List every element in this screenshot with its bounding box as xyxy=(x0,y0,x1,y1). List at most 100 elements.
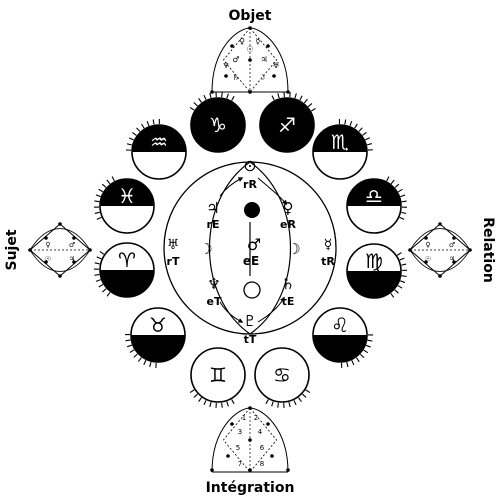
sign-ray xyxy=(396,252,402,256)
zodiac-glyph-aquarius: ♒ xyxy=(150,130,168,154)
white-dot xyxy=(243,281,261,299)
sign-fill xyxy=(313,335,367,362)
zodiac-glyph-gemini: ♊ xyxy=(209,363,227,387)
mini-diagram-relation: ♀♂☉♃ xyxy=(408,222,472,278)
sign-ray xyxy=(401,275,407,278)
zodiac-glyph-scorpio: ♏ xyxy=(331,130,349,154)
sign-ray xyxy=(346,362,349,368)
mini-arc xyxy=(409,249,471,272)
sign-fill xyxy=(347,271,401,298)
mini-node xyxy=(248,468,252,472)
mini-bottom-number: 6 xyxy=(260,444,265,452)
central-diagram: ⊙ rR ♃ rE ♀ eR ♅ rT ☽ ♂ eE ☽ ☿ tR ♆ eT ♄… xyxy=(163,156,337,346)
mini-bottom-number: 4 xyxy=(258,428,263,436)
sign-ray xyxy=(271,95,275,101)
zodiac-glyph-taurus: ♉ xyxy=(149,313,167,337)
zodiac-glyph-cancer: ♋ xyxy=(273,363,291,387)
left-lens xyxy=(208,161,251,335)
sign-ray xyxy=(203,94,207,100)
sign-ray xyxy=(362,131,367,136)
mini-right-glyph: ☉ xyxy=(425,255,431,263)
mini-node xyxy=(226,454,230,458)
label-rT: rT xyxy=(167,255,180,268)
mini-node xyxy=(286,90,290,94)
mars-glyph: ♂ xyxy=(247,235,261,254)
sign-fill xyxy=(260,98,314,152)
sign-ray xyxy=(355,357,360,363)
sign-ray xyxy=(231,95,235,101)
sign-ray xyxy=(143,360,147,366)
label-sujet: Sujet xyxy=(4,229,20,270)
label-integration: Intégration xyxy=(206,480,295,496)
sign-ray xyxy=(394,183,400,188)
mini-node xyxy=(424,236,428,240)
sign-ray xyxy=(299,95,303,101)
zodiac-glyph-libra: ♎ xyxy=(365,184,383,208)
mini-node xyxy=(58,222,62,226)
sign-ray xyxy=(226,401,229,407)
sign-ray xyxy=(397,285,403,289)
sign-ray xyxy=(307,102,313,108)
mini-node xyxy=(248,26,252,30)
zodiac-glyph-leo: ♌ xyxy=(331,313,349,337)
sign-ray xyxy=(198,98,202,103)
sign-ray xyxy=(198,397,202,402)
arrow-rR-eR xyxy=(257,177,287,206)
label-tE: tE xyxy=(282,295,295,308)
sign-ray xyxy=(386,176,390,182)
mini-node xyxy=(88,248,92,252)
sign-ray xyxy=(226,93,229,99)
zodiac-sign-leo: ♌ xyxy=(312,307,374,368)
sign-ray xyxy=(94,211,100,214)
mini-right-glyph: ♂ xyxy=(449,241,455,249)
zodiac-sign-sagittarius: ♐ xyxy=(259,92,316,153)
sign-ray xyxy=(137,357,142,362)
sign-fill xyxy=(313,125,367,152)
sign-ray xyxy=(367,339,373,342)
zodiac-sign-gemini: ♊ xyxy=(189,347,246,408)
sign-ray xyxy=(102,288,107,293)
sign-ray xyxy=(221,92,223,98)
mini-node xyxy=(424,260,428,264)
mini-node xyxy=(72,236,76,240)
zodiac-sign-aquarius: ♒ xyxy=(126,118,187,180)
saturn-glyph: ♄ xyxy=(281,275,294,293)
sign-ray xyxy=(390,179,395,185)
label-eE: eE xyxy=(243,254,259,268)
sign-ray xyxy=(265,399,269,405)
sign-ray xyxy=(364,137,370,141)
mini-node xyxy=(44,260,48,264)
sign-ray xyxy=(354,123,358,129)
sign-ray xyxy=(98,283,104,288)
mini-node xyxy=(28,248,32,252)
label-rR: rR xyxy=(243,178,257,191)
sign-ray xyxy=(310,108,316,112)
mini-node xyxy=(452,236,456,240)
zodiac-glyph-pisces: ♓ xyxy=(118,184,136,208)
mini-bottom-number: 1 xyxy=(242,414,246,422)
sign-fill xyxy=(131,335,185,362)
uranus-glyph: ♅ xyxy=(167,237,180,253)
zodiac-glyph-virgo: ♍ xyxy=(365,249,383,273)
mini-node xyxy=(44,236,48,240)
black-dot xyxy=(244,202,260,218)
sign-ray xyxy=(359,353,365,359)
sign-ray xyxy=(401,263,407,266)
zodiac-sign-cancer: ♋ xyxy=(254,347,311,408)
sign-ray xyxy=(136,127,141,132)
sign-ray xyxy=(94,262,100,265)
sign-ray xyxy=(94,200,100,203)
zodiac-sign-capricorn: ♑ xyxy=(189,92,246,153)
mini-node xyxy=(438,222,442,226)
sign-ray xyxy=(141,123,145,129)
mini-arc xyxy=(409,228,471,251)
mini-bottom-number: 5 xyxy=(236,444,240,452)
sign-ray xyxy=(401,211,407,215)
moon-left-glyph: ☽ xyxy=(199,240,212,258)
mini-node xyxy=(286,468,290,472)
jupiter-glyph: ♃ xyxy=(206,199,219,217)
mini-top-glyph: ♀ xyxy=(239,37,245,46)
neptune-glyph: ♆ xyxy=(207,275,220,293)
mini-node xyxy=(408,248,412,252)
